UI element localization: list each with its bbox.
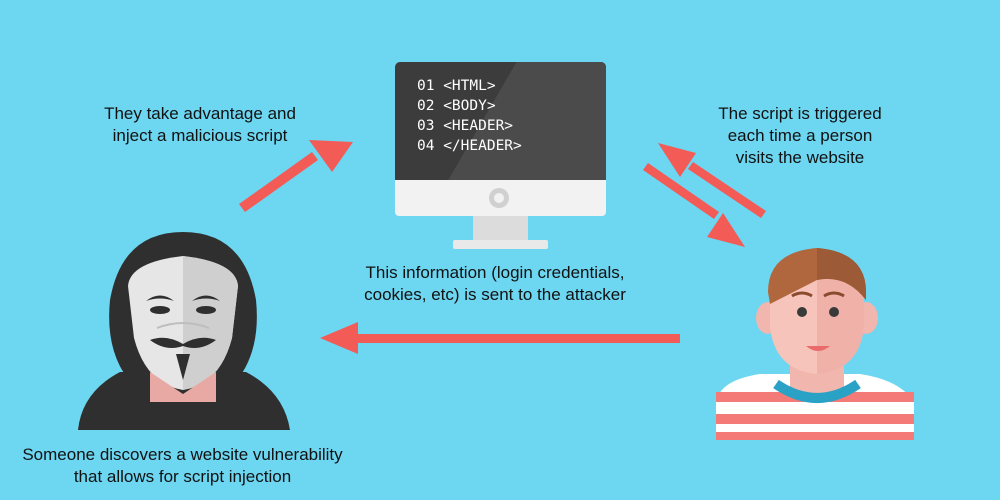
power-button-icon (489, 188, 509, 208)
caption-line: inject a malicious script (112, 126, 288, 145)
caption-vulnerability-discovered: Someone discovers a website vulnerabilit… (5, 444, 360, 488)
monitor-base (453, 240, 548, 249)
user-icon (716, 248, 914, 440)
caption-line: each time a person (727, 126, 873, 145)
hacker-icon (78, 232, 290, 430)
caption-line: cookies, etc) is sent to the attacker (364, 285, 626, 304)
monitor-stand (473, 216, 528, 240)
caption-info-sent: This information (login credentials, coo… (350, 262, 640, 306)
caption-line: Someone discovers a website vulnerabilit… (22, 445, 343, 464)
arrow-monitor-to-user (643, 163, 745, 247)
caption-line: visits the website (735, 148, 865, 167)
caption-line: that allows for script injection (73, 467, 292, 486)
arrow-hacker-to-monitor (239, 140, 353, 212)
caption-line: They take advantage and (104, 104, 296, 123)
caption-script-triggered: The script is triggered each time a pers… (700, 103, 900, 169)
code-line: 04 </HEADER> (417, 138, 522, 154)
arrow-user-to-hacker (320, 322, 680, 354)
monitor-icon: 01 <HTML> 02 <BODY> 03 <HEADER> 04 </HEA… (395, 62, 606, 252)
caption-inject-script: They take advantage and inject a malicio… (85, 103, 315, 147)
code-line: 02 <BODY> (417, 98, 496, 114)
arrow-user-to-monitor (658, 143, 766, 218)
code-line: 03 <HEADER> (417, 118, 514, 134)
code-line: 01 <HTML> (417, 78, 496, 94)
caption-line: The script is triggered (718, 104, 882, 123)
monitor-screen: 01 <HTML> 02 <BODY> 03 <HEADER> 04 </HEA… (395, 62, 606, 180)
code-listing: 01 <HTML> 02 <BODY> 03 <HEADER> 04 </HEA… (417, 76, 522, 156)
caption-line: This information (login credentials, (365, 263, 625, 282)
